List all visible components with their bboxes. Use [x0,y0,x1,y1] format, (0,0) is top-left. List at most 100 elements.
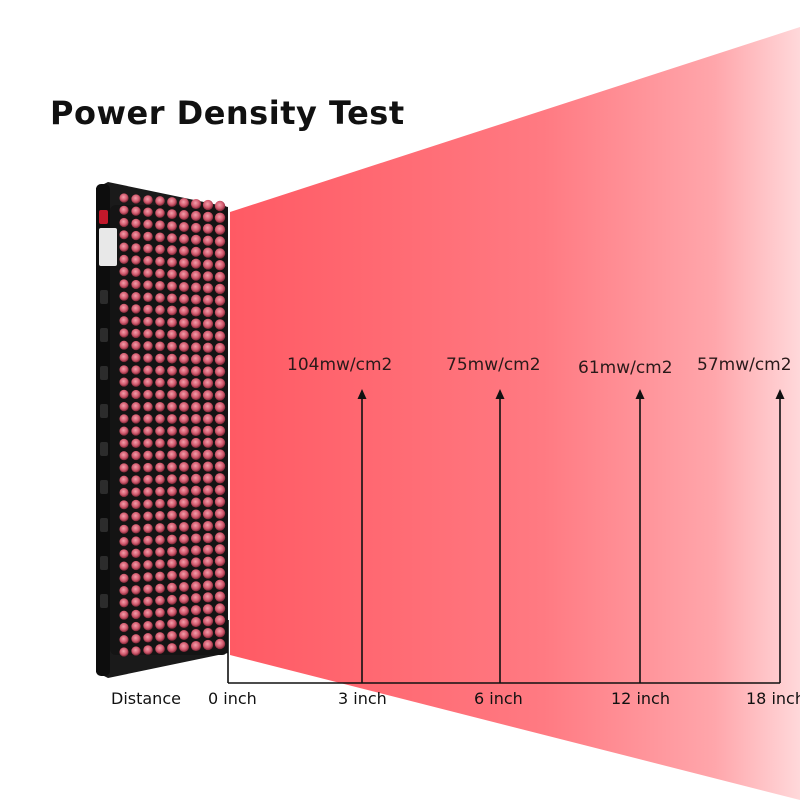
led-bulb [190,270,202,281]
led-bulb [119,316,129,326]
led-bulb [143,402,153,412]
led-bulb [202,223,214,234]
led-bulb [155,389,165,400]
led-bulb [119,254,129,264]
led-bulb [119,389,129,399]
led-bulb [131,365,141,375]
vent-slot-icon [100,366,108,380]
led-bulb [131,389,141,400]
led-bulb [190,521,202,532]
led-bulb [202,461,214,472]
reading-12-inch: 61mw/cm2 [578,358,673,378]
led-bulb [143,268,153,278]
led-bulb [214,295,226,306]
led-bulb [155,268,165,279]
led-bulb [202,259,214,270]
led-bulb [131,536,141,546]
led-bulb [143,438,153,448]
led-bulb [214,484,226,496]
led-bulb [214,378,226,389]
led-bulb [214,307,226,318]
led-bulb [143,547,153,558]
led-bulb [119,537,129,547]
led-bulb [131,511,141,522]
measurement-arrows [227,397,781,684]
arrowhead-12-inch [635,389,645,399]
led-bulb [167,462,177,473]
led-bulb [190,342,202,353]
led-bulb [131,218,141,229]
led-bulb [190,581,202,592]
led-bulb [190,569,202,580]
led-bulb [190,294,202,305]
arrow-heads [357,389,785,399]
led-bulb [214,331,226,342]
led-bulb [143,195,153,205]
led-bulb [167,631,177,641]
led-bulb [167,197,177,207]
led-bulb [119,635,129,645]
led-bulb [155,317,165,327]
led-bulb [131,267,141,277]
arrowhead-6-inch [495,389,505,399]
led-bulb [167,534,177,545]
led-bulb [119,328,129,338]
led-bulb [190,198,202,210]
led-bulb [202,425,214,437]
led-bulb [143,535,153,546]
led-bulb [202,532,214,544]
led-bulb [190,485,202,496]
vent-slot-icon [100,328,108,342]
led-bulb [119,622,129,633]
led-bulb [190,402,202,413]
led-bulb [167,293,177,304]
led-bulb [214,449,226,460]
led-bulb [202,235,214,246]
led-bulb [214,555,226,567]
led-bulb [214,354,226,366]
led-bulb [167,474,177,485]
led-bulb [214,390,226,401]
led-bulb [202,247,214,258]
led-bulb [119,549,129,559]
led-bulb [179,402,189,412]
led-bulb [202,211,214,223]
led-bulb [131,194,141,204]
led-bulb [179,198,189,208]
led-bulb [179,210,189,220]
led-bulb [119,291,129,301]
led-bulb [131,463,141,473]
led-bulb [167,269,177,280]
led-bulb [179,258,189,268]
led-bulb [143,572,153,582]
led-bulb [167,365,177,376]
led-bulb [155,571,165,582]
led-bulb [179,546,189,556]
light-beam [230,27,800,800]
led-bulb [214,496,226,508]
led-bulb [214,567,226,579]
led-bulb [179,570,189,580]
led-bulb [202,449,214,460]
led-bulb [214,437,226,448]
led-bulb [119,414,129,424]
led-bulb [179,318,189,328]
led-bulb [202,592,214,603]
led-bulb [190,318,202,329]
led-bulb [214,212,226,223]
led-bulb [119,512,129,522]
led-bulb [143,620,153,631]
led-bulb [190,390,202,401]
led-bulb [214,627,226,638]
led-bulb [155,256,165,267]
led-bulb [131,316,141,326]
display-screen-icon [99,228,117,266]
led-bulb [155,474,165,485]
led-bulb [202,556,214,567]
led-bulb [155,305,165,315]
led-bulb [143,474,153,485]
led-bulb [214,615,226,626]
led-bulb [167,486,177,497]
led-bulb [202,390,214,401]
led-bulb [190,425,202,437]
